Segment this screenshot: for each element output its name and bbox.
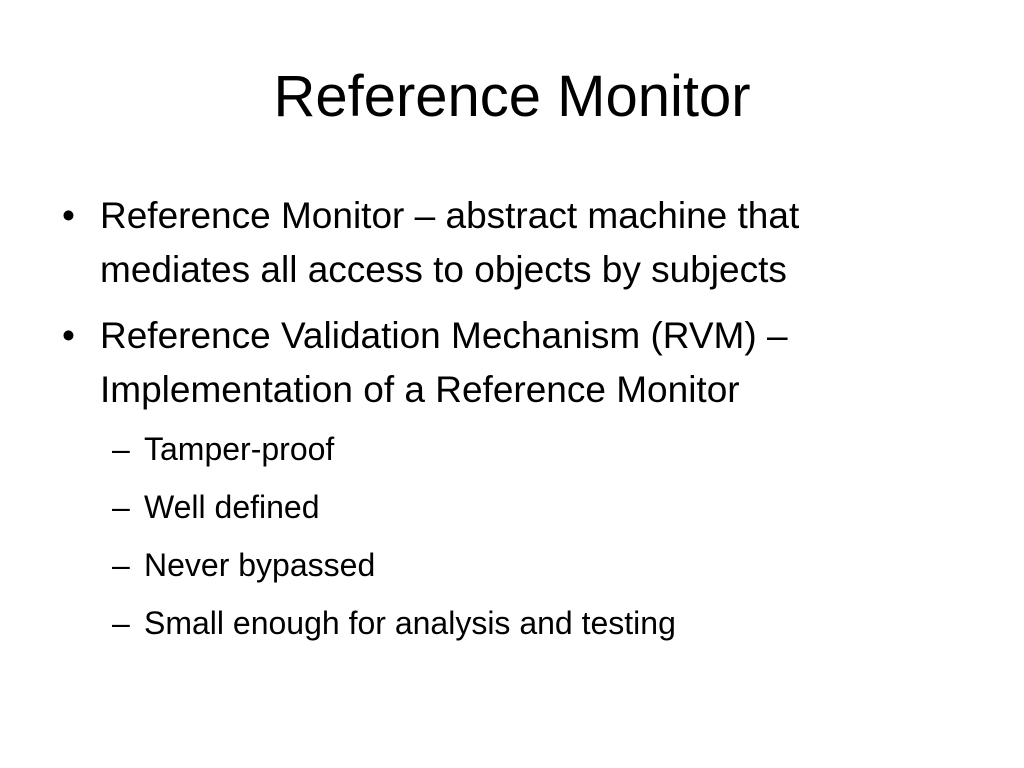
sub-bullet-marker: – [112,605,130,641]
sub-bullet-item-never-bypassed: – Never bypassed [62,543,982,587]
sub-bullet-text: Well defined [144,489,320,525]
sub-bullet-marker: – [112,547,130,583]
sub-bullet-text: Never bypassed [144,547,376,583]
bullet-list: • Reference Monitor – abstract machine t… [62,189,982,659]
bullet-text-line: Implementation of a Reference Monitor [100,369,740,410]
sub-bullet-container: – Tamper-proof – Well defined – Never by… [62,427,982,645]
sub-bullet-text: Small enough for analysis and testing [144,605,676,641]
sub-bullet-item-tamper-proof: – Tamper-proof [62,427,982,471]
bullet-marker: • [62,315,75,356]
sub-bullet-item-small-enough: – Small enough for analysis and testing [62,601,982,645]
bullet-text-line: Reference Validation Mechanism (RVM) – [100,315,788,356]
bullet-item-rvm: • Reference Validation Mechanism (RVM) –… [62,309,982,417]
bullet-text-line: Reference Monitor – abstract machine tha… [100,195,800,236]
sub-bullet-marker: – [112,431,130,467]
slide-title: Reference Monitor [273,64,751,129]
bullet-marker: • [62,195,75,236]
bullet-text-line: mediates all access to objects by subjec… [100,249,787,290]
sub-bullet-item-well-defined: – Well defined [62,485,982,529]
sub-bullet-text: Tamper-proof [144,431,335,467]
sub-bullet-list: – Tamper-proof – Well defined – Never by… [62,427,982,645]
bullet-item-reference-monitor: • Reference Monitor – abstract machine t… [62,189,982,297]
sub-bullet-marker: – [112,489,130,525]
